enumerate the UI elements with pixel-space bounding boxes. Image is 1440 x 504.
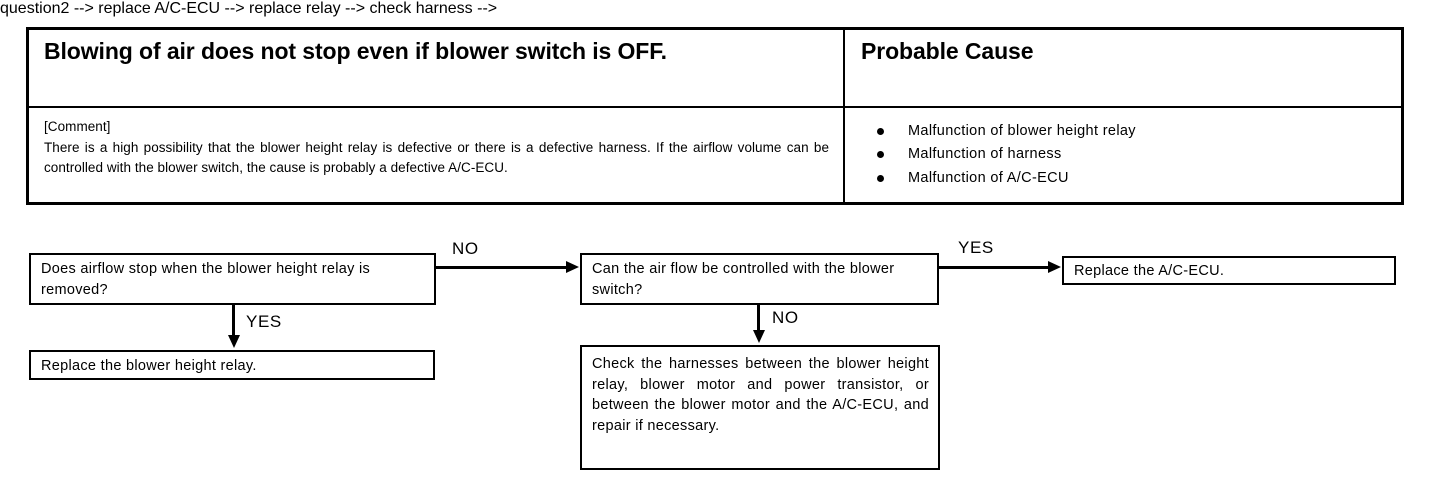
list-item: Malfunction of blower height relay [877,120,1401,143]
flow-box-question-relay-removed: Does airflow stop when the blower height… [29,253,436,305]
flow-box-action-replace-relay: Replace the blower height relay. [29,350,435,380]
flow-box-action-check-harness: Check the harnesses between the blower h… [580,345,940,470]
comment-label: [Comment] [44,119,111,134]
arrow-head-icon-q2-to-harness [753,330,765,343]
connector-line-q2-to-harness [757,305,760,332]
symptom-title-cell: Blowing of air does not stop even if blo… [29,30,845,106]
flow-label-no-2: NO [772,308,799,327]
flow-box-question-blower-switch: Can the air flow be controlled with the … [580,253,939,305]
connector-line-q2-to-ecu [939,266,1050,269]
table-header-row: Blowing of air does not stop even if blo… [29,30,1401,108]
comment-cell: [Comment] There is a high possibility th… [29,108,845,202]
comment-body: There is a high possibility that the blo… [44,139,829,176]
flow-label-yes-2: YES [246,312,282,331]
probable-cause-title-cell: Probable Cause [845,30,1401,106]
arrow-head-icon-q1-to-relay [228,335,240,348]
connector-line-q1-to-q2 [436,266,567,269]
probable-cause-cell: Malfunction of blower height relay Malfu… [845,108,1401,202]
probable-cause-title: Probable Cause [861,38,1034,64]
symptom-title: Blowing of air does not stop even if blo… [44,38,667,64]
flow-label-no-1: NO [452,239,479,258]
symptom-cause-table: Blowing of air does not stop even if blo… [26,27,1404,205]
flow-label-yes-1: YES [958,238,994,257]
arrow-head-icon-q1-to-q2 [566,261,579,273]
list-item: Malfunction of A/C-ECU [877,167,1401,190]
table-body-row: [Comment] There is a high possibility th… [29,108,1401,202]
probable-cause-list: Malfunction of blower height relay Malfu… [845,108,1401,190]
list-item: Malfunction of harness [877,143,1401,166]
comment-block: [Comment] There is a high possibility th… [29,108,843,179]
connector-line-q1-to-relay [232,305,235,337]
arrow-head-icon-q2-to-ecu [1048,261,1061,273]
flow-box-action-replace-ecu: Replace the A/C-ECU. [1062,256,1396,285]
